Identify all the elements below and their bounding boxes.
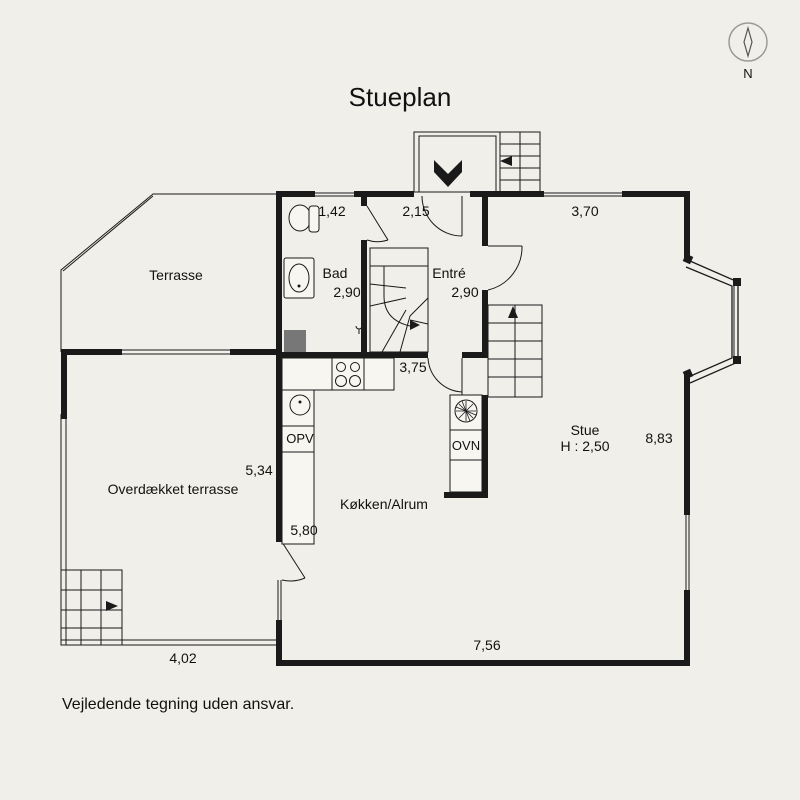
- room-label-entre: Entré: [432, 265, 466, 281]
- dim-kitchen-height: 5,80: [290, 522, 317, 538]
- kitchen-sink-icon: [289, 394, 311, 416]
- dim-terrace-width: 4,02: [169, 650, 196, 666]
- compass-label: N: [743, 66, 752, 81]
- dim-bad-width: 1,42: [318, 203, 345, 219]
- kitchen-fixtures: [281, 357, 483, 545]
- windows: [277, 192, 741, 620]
- fixture-label-ovn: OVN: [452, 438, 480, 453]
- labels: Terrasse Overdækket terrasse Bad Entré K…: [108, 203, 673, 666]
- toilet-icon: [288, 204, 312, 232]
- room-label-stue: Stue: [571, 422, 600, 438]
- room-label-overdaekket-terrasse: Overdækket terrasse: [108, 481, 239, 497]
- room-label-kokken: Køkken/Alrum: [340, 496, 428, 512]
- compass: N: [728, 22, 768, 81]
- room-label-bad: Bad: [323, 265, 348, 281]
- dim-stue-height: 8,83: [645, 430, 672, 446]
- room-height: H : 2,50: [560, 438, 609, 454]
- stair-arrow-icon: [410, 320, 420, 330]
- compass-needle-icon: [743, 25, 753, 59]
- doors: [281, 195, 523, 582]
- terrace-stairs: [60, 569, 123, 646]
- fixture-label-opv: OPV: [286, 431, 314, 446]
- terrace-outline: [60, 193, 278, 646]
- living-stairs: [487, 304, 543, 398]
- dim-stue-bottom: 7,56: [473, 637, 500, 653]
- stair-arrow-icon: [106, 601, 118, 611]
- bath-fixtures: [283, 204, 363, 352]
- dim-stue-width: 3,70: [571, 203, 598, 219]
- stair-arrow-icon: [508, 306, 518, 318]
- page-title: Stueplan: [349, 82, 452, 112]
- compass-ring: [728, 22, 768, 62]
- shaft: [284, 330, 306, 352]
- porch: [413, 131, 541, 193]
- dim-bad-height: 2,90: [333, 284, 360, 300]
- dim-entre-height: 2,90: [451, 284, 478, 300]
- stair-arrow-icon: [500, 156, 512, 166]
- entrance-arrow-icon: [434, 160, 462, 187]
- shower-icon: [355, 325, 363, 334]
- entry-stairs: [369, 247, 429, 353]
- room-label-terrasse: Terrasse: [149, 267, 203, 283]
- dim-terrace-height: 5,34: [245, 462, 272, 478]
- dim-kitchen-width: 3,75: [399, 359, 426, 375]
- walls: [61, 191, 690, 666]
- disclaimer: Vejledende tegning uden ansvar.: [62, 696, 294, 713]
- dim-entre-width: 2,15: [402, 203, 429, 219]
